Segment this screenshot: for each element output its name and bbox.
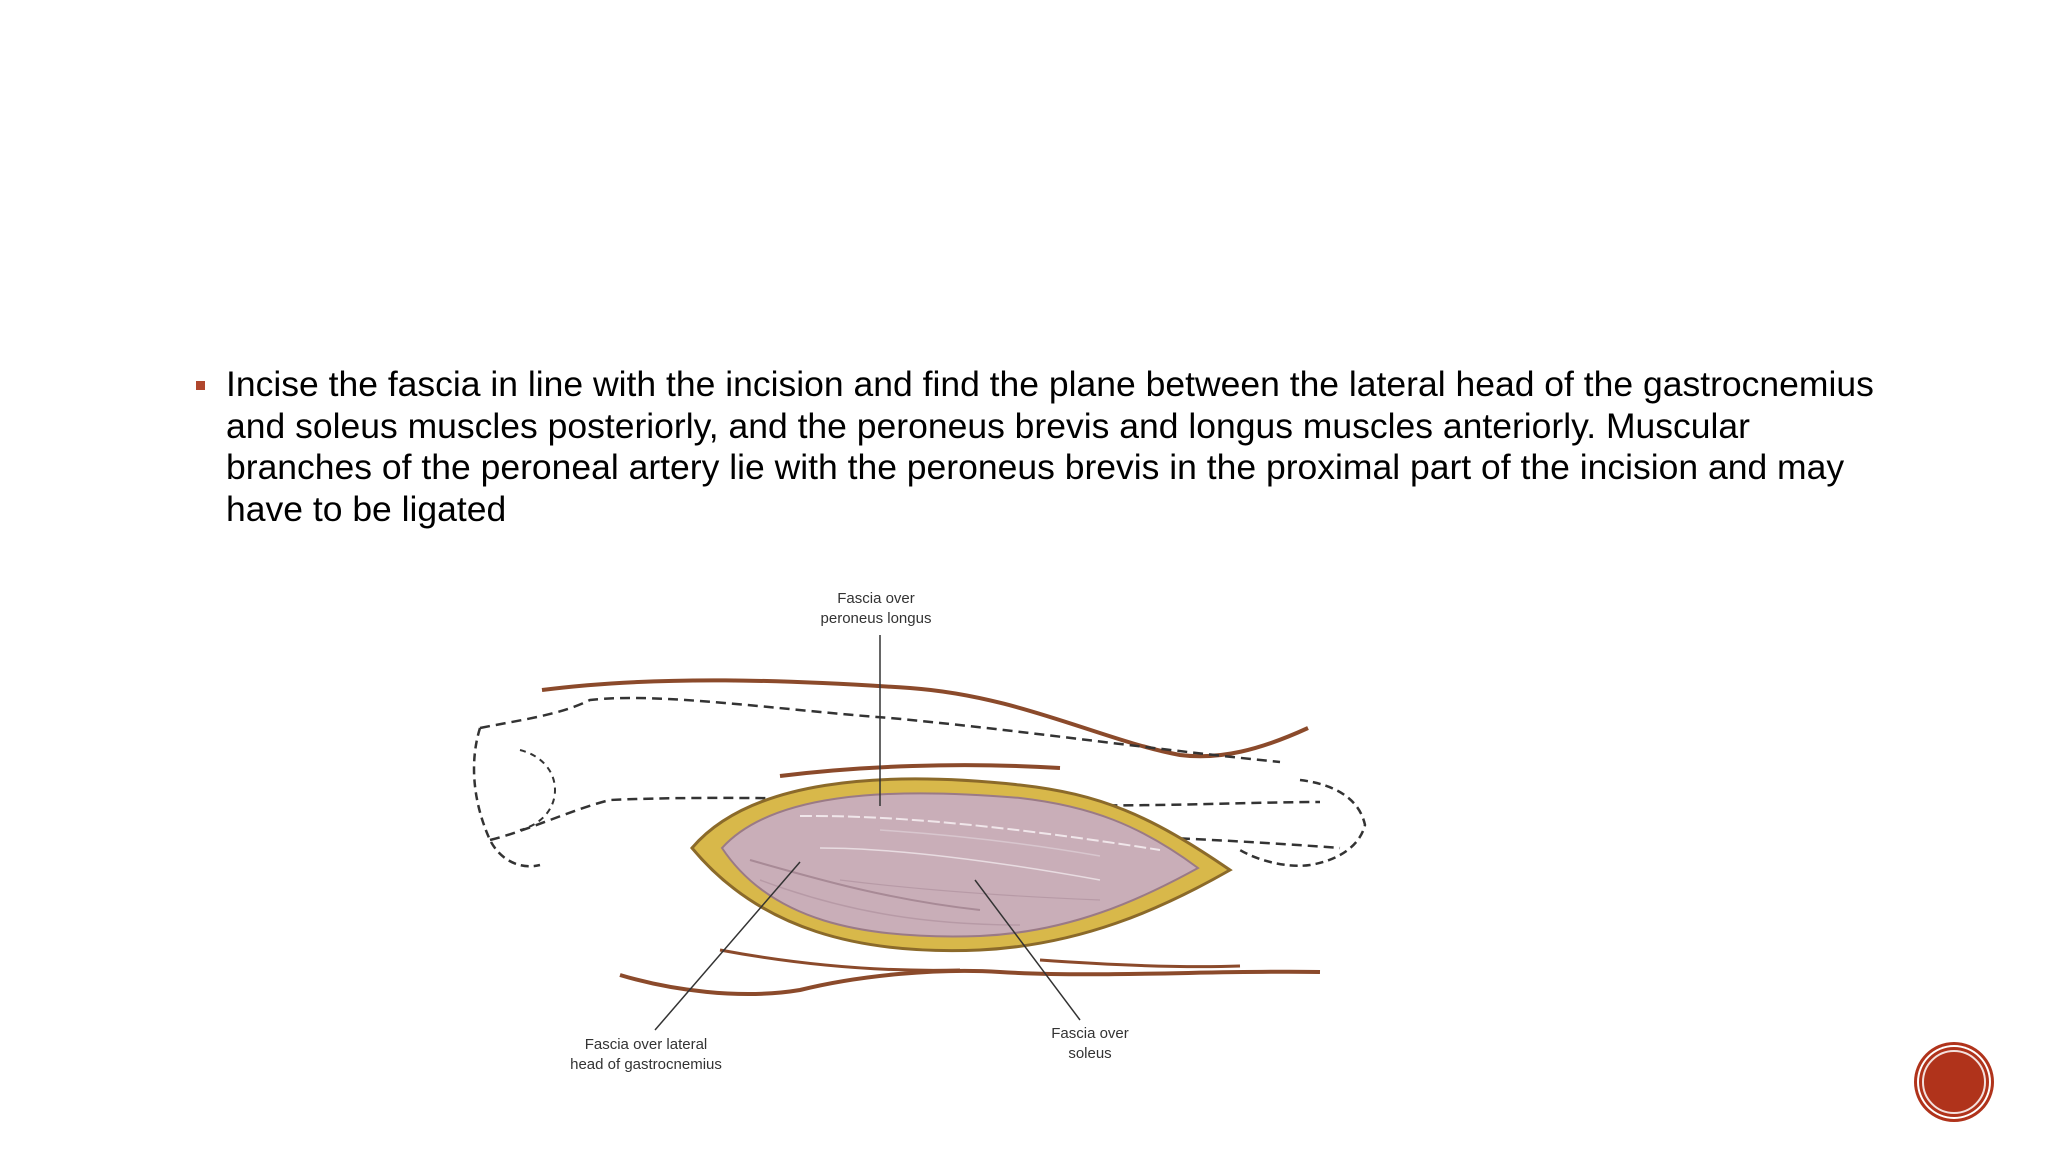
- leader-line-soleus: [974, 879, 1081, 1021]
- bullet-text: Incise the fascia in line with the incis…: [226, 364, 1874, 529]
- label-peroneus-longus-line2: peroneus longus: [821, 610, 932, 627]
- label-gastrocnemius-line2: head of gastrocnemius: [570, 1056, 722, 1073]
- label-soleus-line2: soleus: [1068, 1045, 1111, 1062]
- label-gastrocnemius-line1: Fascia over lateral: [585, 1036, 708, 1053]
- leader-line-gastrocnemius: [654, 861, 801, 1031]
- ring-icon: [1922, 1050, 1986, 1114]
- bullet-item: Incise the fascia in line with the incis…: [194, 364, 1894, 530]
- anatomy-illustration: Fascia over peroneus longus Fascia over …: [460, 580, 1480, 1090]
- bullet-list: Incise the fascia in line with the incis…: [194, 364, 1894, 530]
- label-peroneus-longus-line1: Fascia over: [837, 590, 915, 607]
- square-bullet-icon: [196, 381, 205, 390]
- incision-diagram: Fascia over peroneus longus Fascia over …: [472, 590, 1367, 1073]
- slide-nav-button[interactable]: [1917, 1045, 1991, 1119]
- label-soleus-line1: Fascia over: [1051, 1025, 1129, 1042]
